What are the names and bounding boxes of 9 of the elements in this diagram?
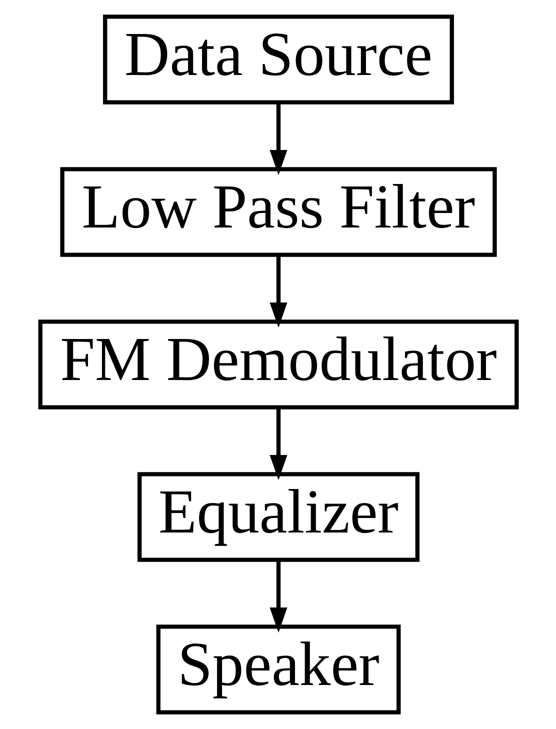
arrow [269,255,287,328]
arrow [269,102,287,176]
arrow [269,560,287,633]
node-box: Equalizer [137,472,419,562]
node-box: Speaker [156,624,400,714]
node-box: Data Source [102,14,454,104]
node-box: Low Pass Filter [60,167,496,257]
node-box: FM Demodulator [38,320,518,410]
arrow [269,408,287,480]
